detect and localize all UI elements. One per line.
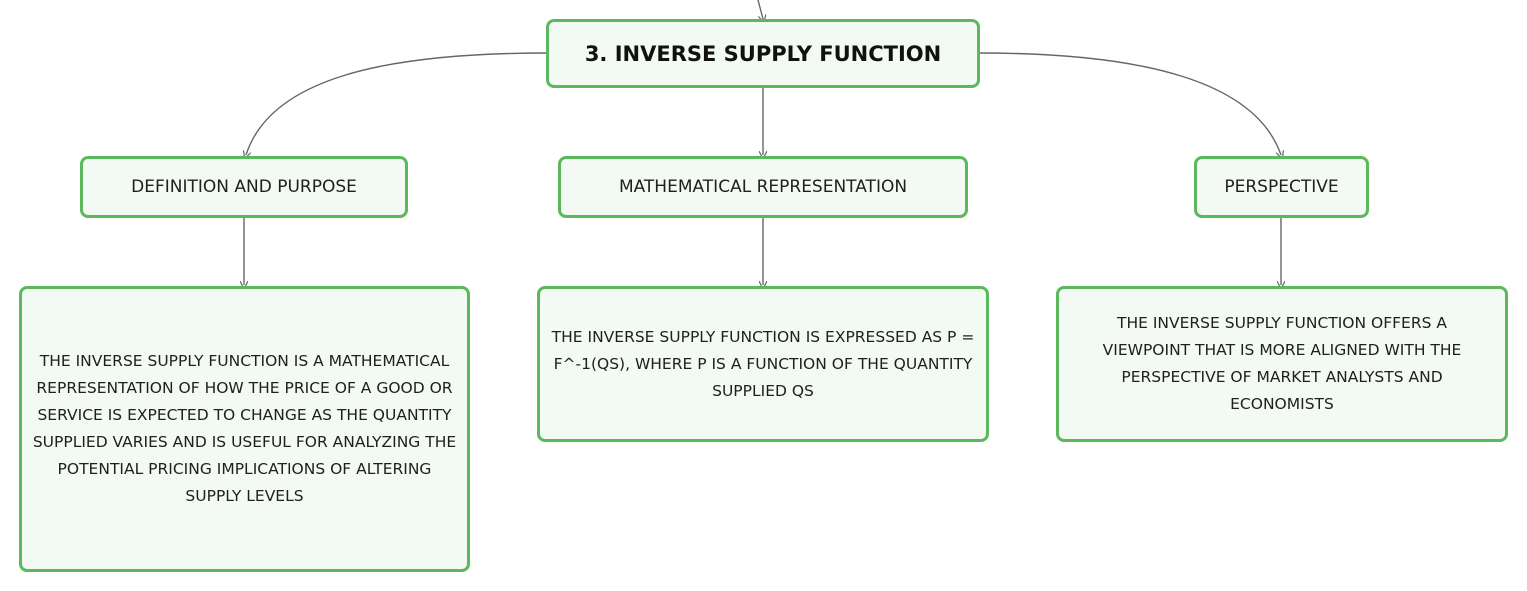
detail-node-text: THE INVERSE SUPPLY FUNCTION IS A MATHEMA… <box>32 352 457 505</box>
branch-node-label: DEFINITION AND PURPOSE <box>131 177 357 197</box>
detail-node-definition[interactable]: THE INVERSE SUPPLY FUNCTION IS A MATHEMA… <box>19 286 470 572</box>
detail-node-text: THE INVERSE SUPPLY FUNCTION IS EXPRESSED… <box>551 327 975 400</box>
branch-node-perspective[interactable]: PERSPECTIVE <box>1194 156 1369 218</box>
branch-node-mathematical[interactable]: MATHEMATICAL REPRESENTATION <box>558 156 968 218</box>
connector-root-to-perspective <box>979 52 1281 155</box>
detail-node-text: THE INVERSE SUPPLY FUNCTION OFFERS A VIE… <box>1102 314 1462 413</box>
branch-node-definition[interactable]: DEFINITION AND PURPOSE <box>80 156 408 218</box>
root-node-label: 3. INVERSE SUPPLY FUNCTION <box>584 41 942 66</box>
root-node[interactable]: 3. INVERSE SUPPLY FUNCTION <box>546 19 980 88</box>
branch-node-label: PERSPECTIVE <box>1224 177 1339 197</box>
detail-node-perspective[interactable]: THE INVERSE SUPPLY FUNCTION OFFERS A VIE… <box>1056 286 1508 442</box>
detail-node-mathematical[interactable]: THE INVERSE SUPPLY FUNCTION IS EXPRESSED… <box>537 286 989 442</box>
branch-node-label: MATHEMATICAL REPRESENTATION <box>618 177 908 197</box>
incoming-connector <box>757 0 763 19</box>
connector-root-to-definition <box>246 52 547 155</box>
